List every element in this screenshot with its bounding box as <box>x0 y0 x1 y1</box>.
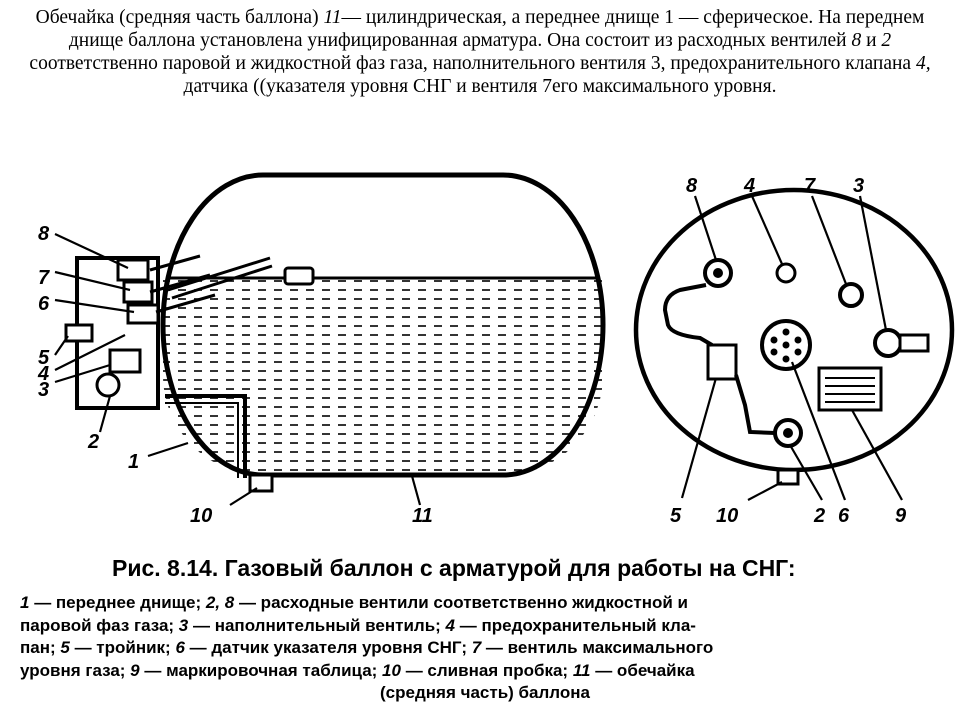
float-sensor <box>283 266 315 286</box>
label-4: 4 <box>37 363 49 385</box>
label-2: 2 <box>87 431 99 453</box>
float-rod <box>167 256 273 300</box>
filling-valve <box>873 328 903 358</box>
marking-plate <box>817 366 883 412</box>
cylinder-front-view <box>633 187 955 501</box>
cylinder-liquid <box>163 278 603 475</box>
connecting-pipe <box>662 283 776 435</box>
intake-tube <box>165 394 247 478</box>
legend-line: паровой фаз газа; 3 — наполнительный вен… <box>20 615 696 635</box>
label-1: 1 <box>128 451 139 473</box>
drain-plug <box>248 473 274 493</box>
intro-number: 4, <box>915 53 931 74</box>
front-label-2: 2 <box>813 505 825 527</box>
cylinder-side-view <box>54 172 606 506</box>
fittings-cluster <box>64 254 216 410</box>
gas-cylinder-diagram: 8 7 6 5 4 3 2 1 10 11 8 4 7 3 5 10 2 6 9 <box>37 172 955 527</box>
label-8: 8 <box>38 223 50 245</box>
label-5: 5 <box>38 347 50 369</box>
tee-fitting <box>706 343 738 381</box>
front-label-10: 10 <box>716 505 738 527</box>
figure-legend: 1 — переднее днище; 2, 8 — расходные вен… <box>20 592 950 705</box>
front-label-9: 9 <box>895 505 907 527</box>
label-3: 3 <box>38 379 49 401</box>
max-level-valve <box>838 282 864 308</box>
legend-line: (средняя часть) баллона <box>380 683 590 702</box>
front-label-7: 7 <box>804 175 816 197</box>
front-label-6: 6 <box>838 505 850 527</box>
label-11: 11 <box>412 505 433 527</box>
intro-text: — цилиндрическая, а переднее днище 1 — с… <box>68 7 925 51</box>
figure-caption: Рис. 8.14. Газовый баллон с арматурой дл… <box>112 555 796 581</box>
cylinder-shell <box>160 172 606 478</box>
intro-number: 8 <box>851 30 862 51</box>
intro-text: соответственно паровой и жидкостной фаз … <box>29 53 916 74</box>
safety-valve <box>775 262 797 284</box>
intro-number: 11 <box>323 7 342 28</box>
label-10: 10 <box>190 505 212 527</box>
intro-number: 2 <box>881 30 892 51</box>
legend-line: 1 — переднее днище; 2, 8 — расходные вен… <box>20 593 688 612</box>
legend-line: пан; 5 — тройник; 6 — датчик указателя у… <box>20 638 714 657</box>
front-label-3: 3 <box>853 175 864 197</box>
front-label-4: 4 <box>743 175 755 197</box>
legend-line: уровня газа; 9 — маркировочная таблица; … <box>20 660 695 680</box>
intro-text: датчика ((указателя уровня СНГ и вентиля… <box>183 76 777 97</box>
intro-paragraph: Обечайка (средняя часть баллона) 11— цил… <box>18 6 942 98</box>
intro-text: и <box>861 30 882 51</box>
label-6: 6 <box>38 293 50 315</box>
front-label-8: 8 <box>686 175 698 197</box>
front-label-5: 5 <box>670 505 682 527</box>
intro-text: Обечайка (средняя часть баллона) <box>35 7 324 28</box>
front-drain-plug <box>776 468 800 486</box>
label-7: 7 <box>38 267 50 289</box>
